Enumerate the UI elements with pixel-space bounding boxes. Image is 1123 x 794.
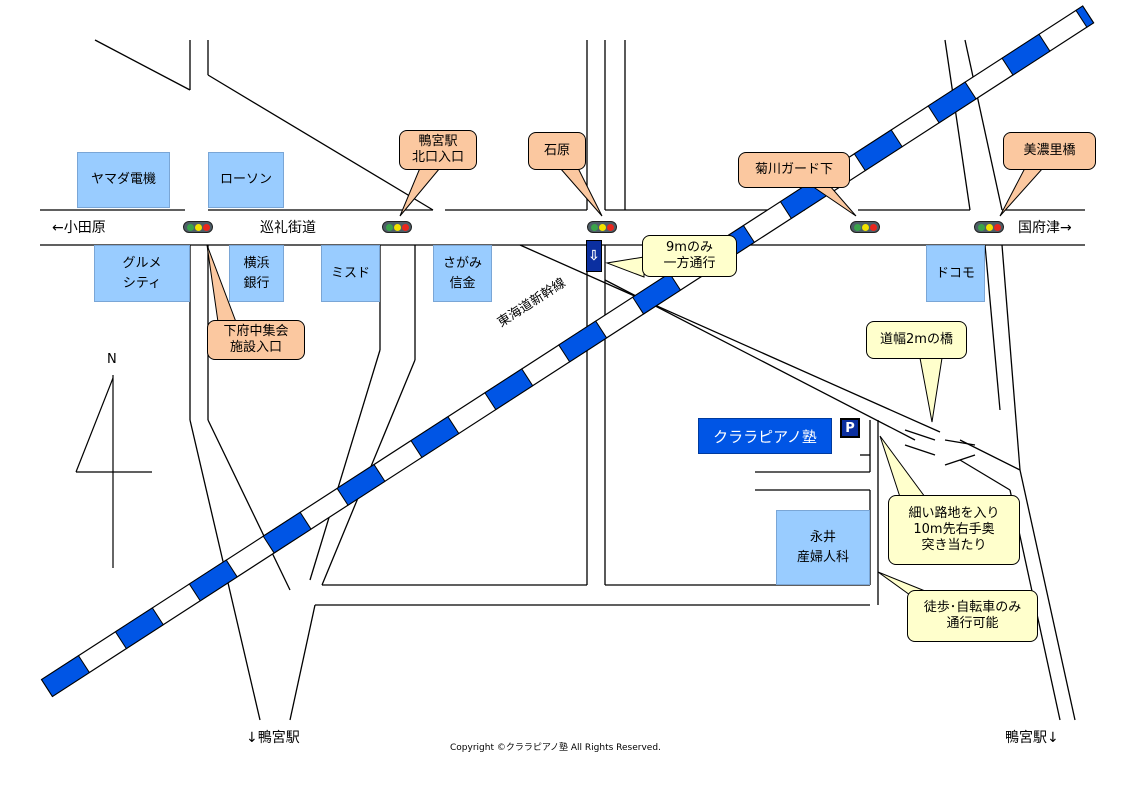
- building-yokohama-line2: 銀行: [243, 275, 270, 291]
- callout-bridge-label: 道幅2mの橋: [880, 332, 953, 347]
- signal-red-lamp: [993, 223, 1001, 231]
- traffic-signal-icon: [974, 221, 1004, 233]
- piano-school-marker[interactable]: クララピアノ塾: [698, 418, 832, 454]
- railway-segment: [558, 320, 608, 363]
- railway-segment: [484, 368, 534, 411]
- traffic-signal-icon: [183, 221, 213, 233]
- railway-segment: [40, 655, 91, 698]
- signal-yellow-lamp: [861, 223, 869, 231]
- station-label-left: ↓鴨宮駅: [246, 730, 300, 746]
- building-misdo: ミスド: [321, 245, 380, 302]
- road-label-main-street: 巡礼街道: [260, 220, 316, 236]
- signal-red-lamp: [401, 223, 409, 231]
- callout-one-way-line2: 一方通行: [663, 256, 716, 271]
- building-misdo-label: ミスド: [330, 265, 370, 281]
- building-sagami-line1: さがみ: [442, 255, 482, 271]
- road-label-west: ←小田原: [52, 220, 106, 236]
- signal-green-lamp: [590, 223, 598, 231]
- callout-minosato-label: 美濃里橋: [1023, 143, 1076, 158]
- building-nagai-clinic: 永井産婦人科: [776, 510, 870, 585]
- signal-red-lamp: [869, 223, 877, 231]
- callout-shimofuchu-line1: 下府中集会: [223, 324, 289, 339]
- signal-red-lamp: [606, 223, 614, 231]
- building-lawson-label: ローソン: [219, 172, 272, 187]
- callout-alley-line2: 10m先右手奥: [913, 522, 995, 537]
- building-yamada: ヤマダ電機: [77, 152, 170, 208]
- traffic-signal-icon: [850, 221, 880, 233]
- one-way-arrow-glyph: ⇩: [588, 248, 600, 264]
- signal-green-lamp: [853, 223, 861, 231]
- building-gourmet-city: グルメシティ: [94, 245, 190, 302]
- road-label-east: 国府津→: [1018, 220, 1072, 236]
- compass: [75, 375, 152, 568]
- railway-segment: [262, 511, 312, 554]
- railway-segment: [631, 272, 682, 315]
- railway-segment: [853, 129, 903, 172]
- parking-label: P: [845, 420, 855, 436]
- building-yokohama-line1: 横浜: [243, 255, 270, 271]
- callout-alley-line3: 突き当たり: [921, 538, 987, 553]
- building-gourmet-line2: シティ: [122, 275, 162, 291]
- railway-segment: [188, 559, 238, 602]
- callout-shimofuchu: 下府中集会施設入口: [207, 320, 305, 360]
- callout-one-way: 9mのみ一方通行: [642, 235, 737, 277]
- compass-north-label: N: [107, 352, 117, 367]
- building-docomo-label: ドコモ: [935, 265, 975, 281]
- callout-alley-line1: 細い路地を入り: [908, 506, 1000, 521]
- callout-kikugawa-label: 菊川ガード下: [754, 162, 833, 177]
- railway-segment: [114, 607, 164, 650]
- signal-yellow-lamp: [194, 223, 202, 231]
- signal-yellow-lamp: [393, 223, 401, 231]
- signal-green-lamp: [977, 223, 985, 231]
- callout-kamonomiya-north-entrance: 鴨宮駅北口入口: [399, 130, 477, 170]
- railway-segment: [336, 463, 386, 506]
- signal-green-lamp: [385, 223, 393, 231]
- one-way-arrow-icon: ⇩: [586, 240, 602, 272]
- callout-ishihara-label: 石原: [543, 143, 570, 158]
- callout-kamonomiya-line2: 北口入口: [411, 150, 464, 165]
- traffic-signal-icon: [587, 221, 617, 233]
- copyright-notice: Copyright ©クララピアノ塾 All Rights Reserved.: [450, 743, 661, 753]
- signal-yellow-lamp: [598, 223, 606, 231]
- building-lawson: ローソン: [208, 152, 284, 208]
- callout-minosato-bridge: 美濃里橋: [1003, 132, 1096, 170]
- callout-walk-line2: 通行可能: [946, 616, 999, 631]
- station-label-right: 鴨宮駅↓: [1005, 730, 1059, 746]
- piano-school-label: クララピアノ塾: [713, 427, 817, 446]
- building-sagami-shinkin: さがみ信金: [433, 245, 492, 302]
- parking-icon: P: [840, 418, 860, 438]
- signal-green-lamp: [186, 223, 194, 231]
- building-sagami-line2: 信金: [449, 275, 476, 291]
- railway-segment: [1075, 5, 1095, 28]
- traffic-signal-icon: [382, 221, 412, 233]
- callout-kikugawa: 菊川ガード下: [738, 152, 850, 188]
- callout-walk-bike-only: 徒歩･自転車のみ通行可能: [907, 590, 1038, 642]
- building-yokohama-bank: 横浜銀行: [229, 245, 284, 302]
- railway-segment: [1001, 33, 1051, 76]
- callout-bridge-width: 道幅2mの橋: [866, 321, 967, 359]
- callout-walk-line1: 徒歩･自転車のみ: [923, 600, 1022, 615]
- railway-segment: [927, 81, 977, 124]
- signal-yellow-lamp: [985, 223, 993, 231]
- building-gourmet-line1: グルメ: [122, 255, 162, 271]
- building-nagai-line2: 産婦人科: [796, 549, 849, 565]
- callout-kamonomiya-line1: 鴨宮駅: [418, 134, 458, 149]
- callout-shimofuchu-line2: 施設入口: [229, 340, 282, 355]
- callout-one-way-line1: 9mのみ: [666, 240, 713, 255]
- building-yamada-label: ヤマダ電機: [90, 172, 156, 187]
- railway-segment: [410, 416, 460, 459]
- callout-ishihara: 石原: [528, 132, 586, 170]
- building-nagai-line1: 永井: [809, 529, 836, 545]
- building-docomo: ドコモ: [926, 245, 985, 302]
- signal-red-lamp: [202, 223, 210, 231]
